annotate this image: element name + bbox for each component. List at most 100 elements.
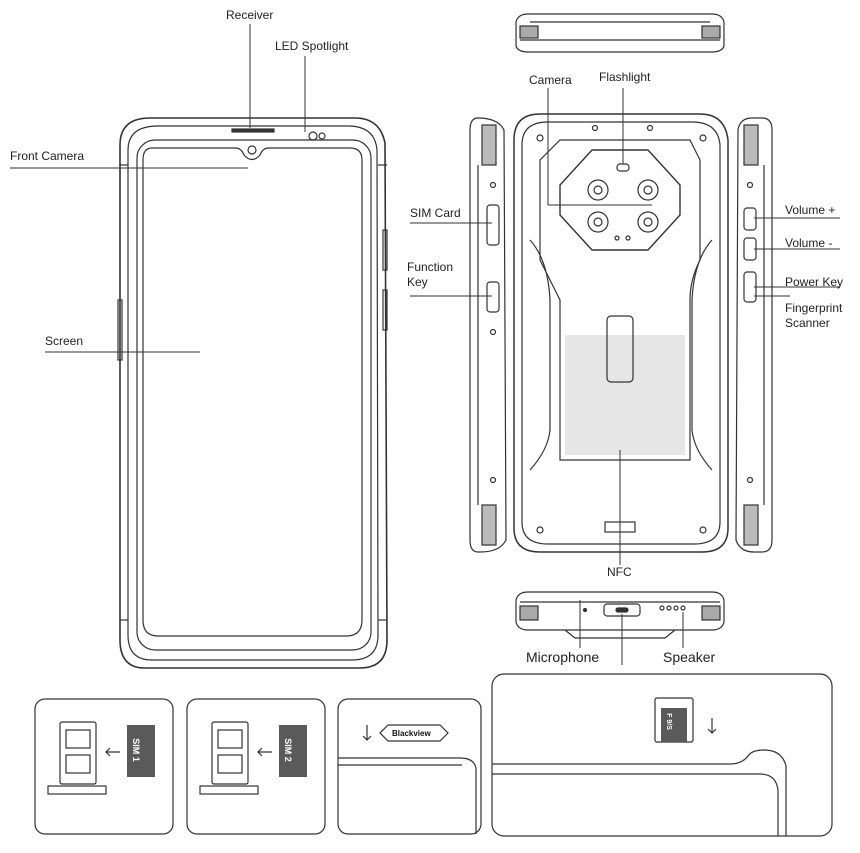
front-side-button (382, 229, 388, 271)
sim1-tag: SIM 1 (130, 738, 141, 762)
bottom-edge-view (515, 591, 725, 639)
tool-phone-edge (338, 757, 477, 834)
screw-tl (536, 134, 544, 142)
inset-card (491, 673, 833, 837)
inset-sim2 (186, 698, 326, 835)
tool-arrow (362, 725, 372, 741)
inset-tool-frame (337, 698, 482, 835)
left-side-grip-top (481, 124, 497, 166)
fingerprint-pad (606, 315, 634, 383)
bottom-edge-foot (564, 629, 676, 639)
sim-card-slot (486, 204, 500, 246)
camera-module (559, 149, 681, 251)
front-view (117, 117, 388, 669)
camera-lens-1 (587, 179, 609, 201)
inset-sim2-frame (186, 698, 326, 835)
label-function-key-line2: Key (407, 275, 428, 289)
sim1-card (127, 725, 155, 777)
inset-tool (337, 698, 482, 835)
speaker-hole-3 (673, 605, 679, 611)
inset-card-frame (491, 673, 833, 837)
card-phone-corner (759, 773, 779, 836)
screw-br (699, 526, 707, 534)
camera-lens-2 (637, 179, 659, 201)
bottom-edge-body (515, 591, 725, 631)
label-fingerprint-line1: Fingerprint (785, 301, 843, 315)
camera-lens-4-inner (643, 217, 653, 227)
camera-lens-3 (587, 211, 609, 233)
front-notch (142, 147, 363, 637)
top-edge-view (515, 13, 725, 53)
label-volume-up: Volume + (785, 203, 836, 217)
card-arrow (707, 718, 717, 734)
right-screw-2 (746, 476, 754, 484)
left-side-body (469, 117, 507, 553)
back-view (513, 113, 729, 553)
tool-logo-text: Blackview (392, 729, 431, 738)
label-receiver: Receiver (226, 8, 274, 22)
sim2-arrow (257, 747, 272, 757)
camera-dot-2 (625, 235, 631, 241)
inset-sim1-frame (34, 698, 174, 835)
back-outer-frame (513, 113, 729, 553)
front-outer-frame (119, 117, 388, 669)
sim1-tray-slot-2 (65, 754, 91, 774)
right-screw-1 (746, 181, 754, 189)
sim2-tray-slot-1 (217, 729, 243, 749)
bottom-edge-grip-r (701, 605, 721, 621)
label-led-spotlight: LED Spotlight (275, 39, 349, 53)
microphone-hole (582, 607, 588, 613)
front-bumper-frame (127, 125, 379, 661)
sim2-tag: SIM 2 (282, 738, 293, 762)
receiver-grille (231, 128, 275, 133)
top-edge-grip-r (701, 25, 721, 39)
front-side-button-2 (382, 289, 388, 331)
camera-lens-4 (637, 211, 659, 233)
back-right-rib (691, 239, 713, 471)
flashlight-window (616, 163, 630, 172)
label-speaker: Speaker (663, 649, 716, 665)
card-tag: F 9/S (664, 713, 672, 730)
sim1-tray (59, 721, 97, 785)
speaker-hole-2 (666, 605, 672, 611)
camera-lens-2-inner (643, 185, 653, 195)
card-holder-card (661, 708, 687, 742)
label-sim-card: SIM Card (410, 206, 461, 220)
right-side-view (735, 117, 773, 553)
label-function-key-line1: Function (407, 260, 454, 274)
usb-port-inner (615, 607, 629, 613)
left-screw-2 (489, 328, 497, 336)
camera-lens-1-inner (593, 185, 603, 195)
label-volume-down: Volume - (785, 236, 833, 250)
top-edge-body (515, 13, 725, 53)
volume-up-key (743, 207, 757, 231)
left-side-grip-bottom (481, 504, 497, 546)
camera-dot-1 (614, 235, 620, 241)
back-inner-frame (521, 121, 721, 545)
screw-t2 (646, 124, 654, 132)
left-side-view (469, 117, 507, 553)
sim2-tray (211, 721, 249, 785)
left-screw-3 (489, 476, 497, 484)
front-screen-outline (136, 139, 372, 651)
camera-lens-3-inner (593, 217, 603, 227)
sim1-tray-base (47, 785, 107, 795)
front-camera-dot (247, 145, 257, 155)
sim1-tray-slot-1 (65, 729, 91, 749)
speaker-hole-1 (659, 605, 665, 611)
label-nfc: NFC (607, 565, 632, 579)
screw-tr (699, 134, 707, 142)
top-edge-grip-l (519, 25, 539, 39)
sim1-arrow (105, 747, 120, 757)
function-key (486, 281, 500, 313)
sim2-tray-slot-2 (217, 754, 243, 774)
front-left-button (117, 299, 123, 361)
tool-shape (379, 724, 449, 742)
inset-sim1 (34, 698, 174, 835)
right-side-grip-top (743, 124, 759, 166)
speaker-hole-4 (680, 605, 686, 611)
sim2-card (279, 725, 307, 777)
right-side-body (735, 117, 773, 553)
nfc-area (565, 335, 685, 455)
bottom-edge-grip-l (519, 605, 539, 621)
